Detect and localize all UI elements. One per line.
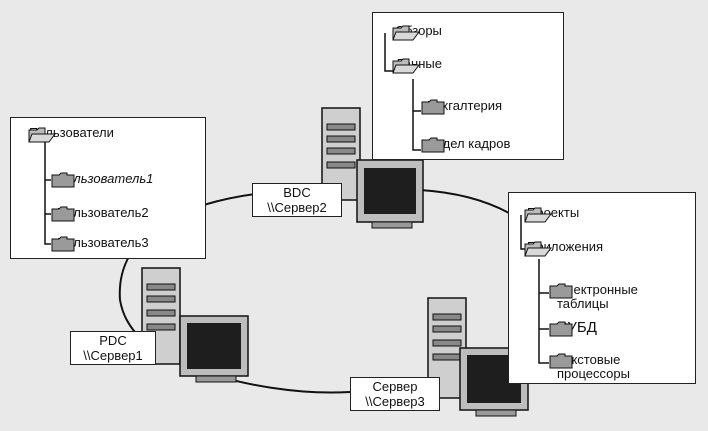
tree-node-open[interactable]: Проекты bbox=[523, 206, 579, 223]
folder-tree-pdc: Пользователи Пользователь1 Пользователь2… bbox=[10, 117, 206, 259]
server-role: BDC bbox=[283, 185, 311, 200]
tree-node-open[interactable]: Пользователи bbox=[27, 126, 114, 143]
folder-label: Бухгалтерия bbox=[427, 98, 503, 113]
server-name: \\Сервер2 bbox=[267, 200, 327, 215]
tree-node[interactable]: Отдел кадров bbox=[421, 136, 511, 153]
folder-tree-server3: Проекты Приложения Электронные таблицы С… bbox=[508, 192, 696, 384]
server-caption-bdc: BDC \\Сервер2 bbox=[252, 183, 342, 217]
server-bdc-icon bbox=[321, 107, 424, 229]
folder-label: Пользователь1 bbox=[57, 171, 154, 186]
tree-node[interactable]: Пользователь1 bbox=[51, 171, 154, 188]
server-role: Сервер bbox=[372, 379, 418, 394]
folder-label: Электронные таблицы bbox=[557, 282, 638, 311]
folder-label: Пользователь2 bbox=[57, 205, 149, 220]
folder-label: Отдел кадров bbox=[427, 136, 511, 151]
tree-lines bbox=[384, 33, 421, 151]
tree-node[interactable]: Пользователь3 bbox=[51, 235, 149, 252]
tree-node[interactable]: СУБД bbox=[549, 320, 597, 337]
server-pdc-icon bbox=[141, 267, 249, 383]
server-caption-3: Сервер \\Сервер3 bbox=[350, 377, 440, 411]
tree-node[interactable]: Пользователь2 bbox=[51, 205, 149, 222]
folder-label: Пользователь3 bbox=[57, 235, 149, 250]
tree-node-open[interactable]: Обзоры bbox=[391, 24, 442, 41]
tree-node[interactable]: Электронные таблицы bbox=[549, 283, 657, 311]
tree-node[interactable]: Текстовые процессоры bbox=[549, 353, 657, 381]
server-role: PDC bbox=[99, 333, 127, 348]
server-name: \\Сервер1 bbox=[83, 348, 143, 363]
tree-node-open[interactable]: Данные bbox=[391, 57, 442, 74]
tree-node[interactable]: Бухгалтерия bbox=[421, 98, 503, 115]
tree-lines bbox=[44, 142, 51, 245]
tree-node-open[interactable]: Приложения bbox=[523, 240, 603, 257]
folder-tree-bdc: Обзоры Данные Бухгалтерия Отдел кадров bbox=[372, 12, 564, 160]
server-caption-pdc: PDC \\Сервер1 bbox=[70, 331, 156, 365]
server-name: \\Сервер3 bbox=[365, 394, 425, 409]
folder-label: Текстовые процессоры bbox=[557, 352, 630, 381]
